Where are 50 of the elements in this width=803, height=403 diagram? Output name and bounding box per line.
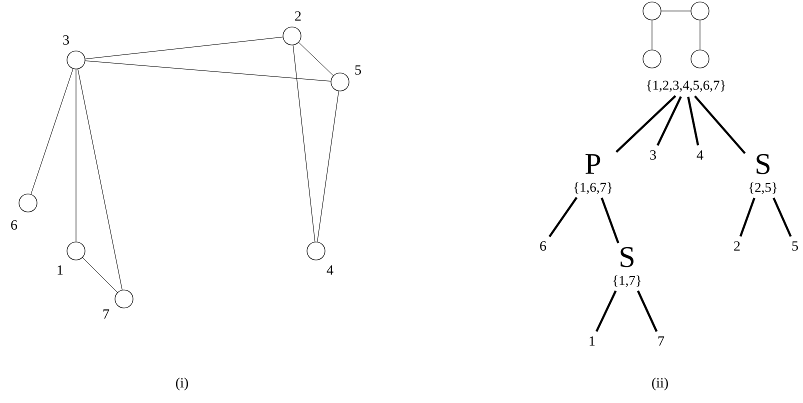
panel-caption: (i) [176, 378, 188, 390]
vertex-circle [66, 242, 86, 260]
leaf-label: 4 [696, 150, 704, 160]
vertex-circle [330, 72, 350, 92]
vertex-circle [282, 26, 302, 46]
vertex-number: 3 [63, 35, 69, 45]
vertex-circle [690, 50, 710, 68]
vertex-circle [306, 242, 326, 260]
set-label: {1,2,3,4,5,6,7} [647, 80, 725, 92]
tree-node-label: P {1,6,7} [574, 154, 612, 194]
edge-line [687, 96, 700, 146]
vertex-number: 4 [326, 265, 334, 275]
edge-line [30, 68, 74, 194]
panel-caption: (ii) [652, 378, 668, 390]
vertex-circle [642, 50, 662, 68]
leaf-label: 2 [734, 241, 740, 251]
edge-line [548, 196, 578, 238]
tree-node-label: S {2,5} [749, 154, 777, 194]
vertex-circle [642, 2, 662, 20]
leaf-label: 5 [792, 241, 798, 251]
edge-line [596, 290, 617, 332]
vertex-number: 1 [58, 265, 63, 275]
vertex-circle [18, 194, 38, 212]
edge-line [317, 90, 339, 242]
edge-line [82, 257, 118, 293]
edge-line [292, 45, 316, 242]
edge-line [600, 198, 620, 244]
vertex-circle [690, 2, 710, 20]
vertex-circle [114, 290, 134, 308]
leaf-label: 1 [590, 336, 595, 346]
tree-node-label: S {1,7} [613, 247, 641, 287]
vertex-number: 2 [295, 11, 301, 21]
edge-line [656, 96, 682, 146]
edge-line [85, 60, 331, 82]
vertex-number: 6 [11, 220, 18, 230]
edge-line [85, 36, 284, 60]
leaf-label: 3 [650, 150, 656, 160]
edge-line [772, 197, 792, 237]
edge-line [78, 68, 122, 290]
leaf-label: 6 [540, 241, 546, 251]
vertex-number: 5 [355, 65, 361, 75]
edge-line [636, 290, 658, 332]
edge-line [616, 95, 676, 153]
edge-line [298, 42, 334, 76]
leaf-label: 7 [658, 336, 664, 346]
edge-line [739, 198, 756, 237]
vertex-circle [66, 50, 86, 70]
edge-line [694, 95, 746, 154]
edge-line [661, 10, 691, 12]
vertex-number: 7 [103, 309, 110, 319]
